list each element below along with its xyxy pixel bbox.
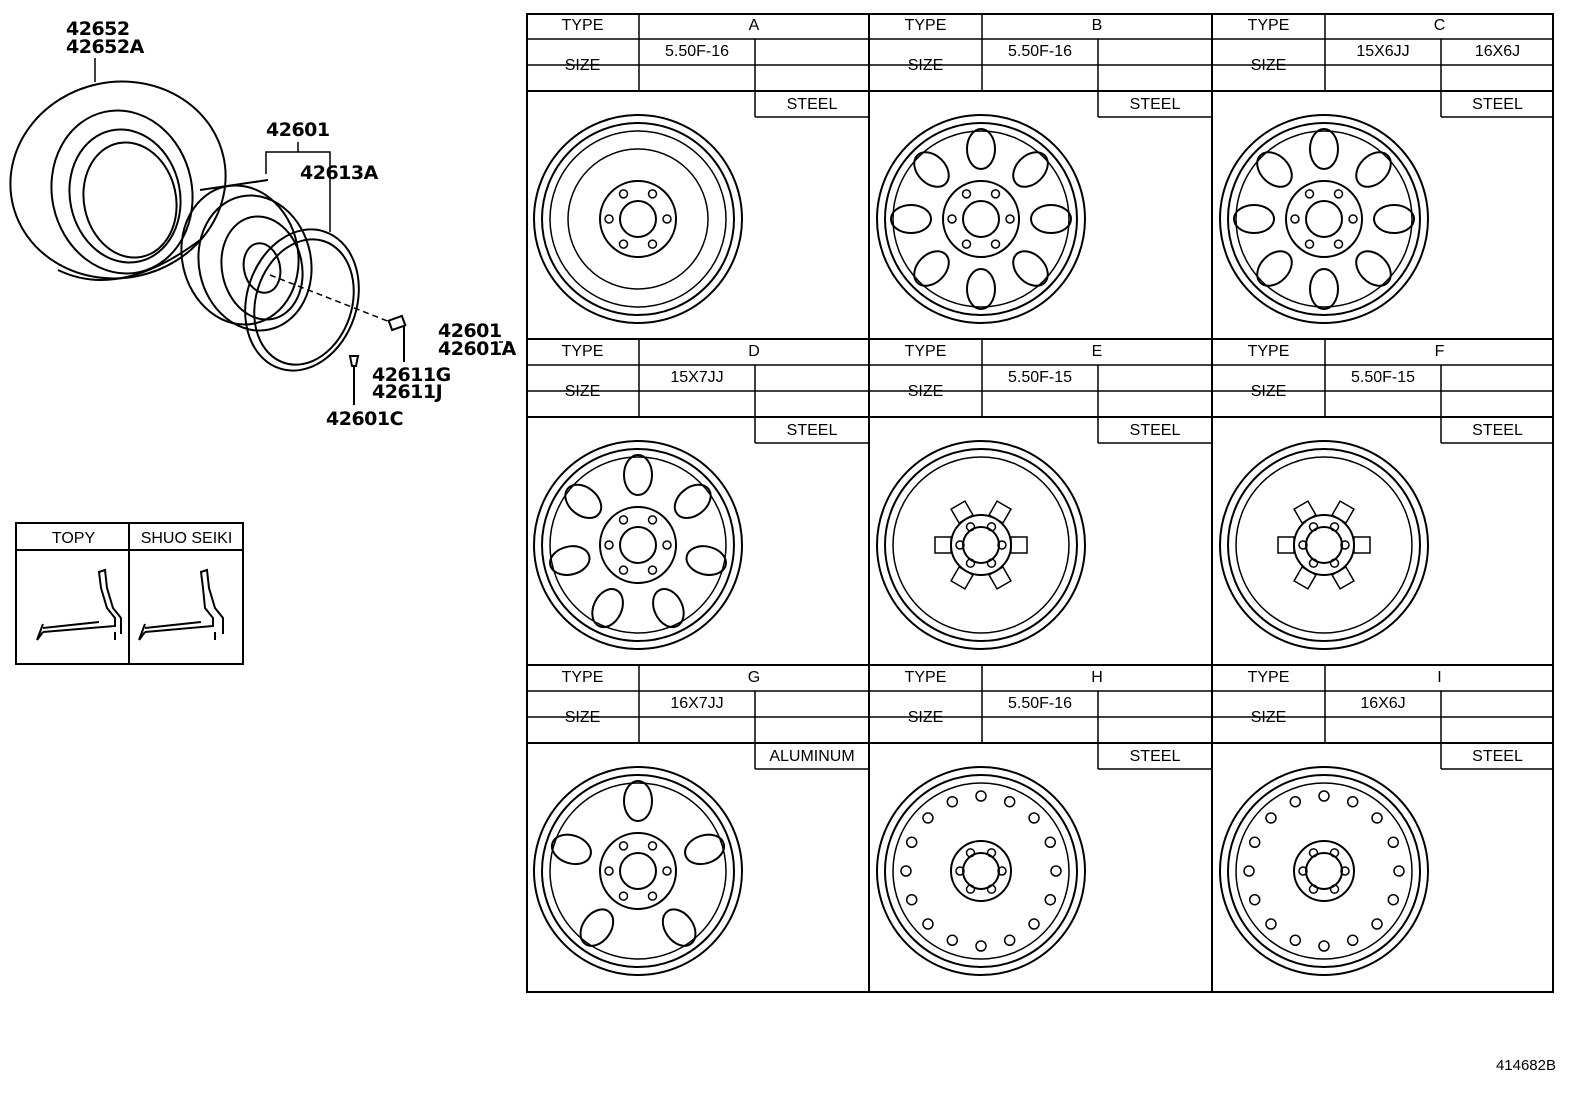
valve-part-number-1: 42611G <box>372 364 451 386</box>
valve-part-number-2: 42611J <box>372 381 443 403</box>
type-value-c: C <box>1433 17 1446 34</box>
size-label-g: SIZE <box>564 709 601 726</box>
type-label-c: TYPE <box>1247 17 1290 34</box>
type-value-h: H <box>1091 669 1103 686</box>
material-e: STEEL <box>1129 422 1181 439</box>
wheel-d-illustration <box>533 440 743 650</box>
size-value-i-1: 16X6J <box>1360 695 1406 712</box>
size-label-d: SIZE <box>564 383 601 400</box>
size-value-a-1: 5.50F-16 <box>664 43 730 60</box>
type-label-e: TYPE <box>904 343 947 360</box>
wheel-f-illustration <box>1219 440 1429 650</box>
material-d: STEEL <box>786 422 838 439</box>
size-value-d-1: 15X7JJ <box>670 369 724 386</box>
type-value-e: E <box>1091 343 1103 360</box>
size-value-f-1: 5.50F-15 <box>1350 369 1416 386</box>
tire-illustration <box>9 80 227 281</box>
material-h: STEEL <box>1129 748 1181 765</box>
material-i: STEEL <box>1472 748 1523 765</box>
size-label-h: SIZE <box>907 709 944 726</box>
wheel-i-illustration <box>1219 766 1429 976</box>
material-a: STEEL <box>786 96 838 113</box>
wheel-assembly-part-number-2: 42601A <box>438 338 516 360</box>
disc-wheel-part-number: 42601 <box>266 119 330 141</box>
ornament-part-number: 42601C <box>326 408 404 430</box>
size-value-e-1: 5.50F-15 <box>1007 369 1073 386</box>
type-value-a: A <box>748 17 760 34</box>
type-value-f: F <box>1434 343 1445 360</box>
type-label-i: TYPE <box>1247 669 1290 686</box>
wheel-h-illustration <box>876 766 1086 976</box>
manufacturer-topy-header: TOPY <box>51 530 96 547</box>
type-label-a: TYPE <box>561 17 604 34</box>
wheel-b-illustration <box>876 114 1086 324</box>
material-b: STEEL <box>1129 96 1181 113</box>
size-label-e: SIZE <box>907 383 944 400</box>
size-value-g-1: 16X7JJ <box>670 695 724 712</box>
rim-band-part-number: 42613A <box>300 162 378 184</box>
rim-band-illustration <box>244 228 360 372</box>
type-value-b: B <box>1091 17 1103 34</box>
material-f: STEEL <box>1472 422 1523 439</box>
ornament-illustration <box>348 355 360 405</box>
size-label-a: SIZE <box>564 57 601 74</box>
size-label-i: SIZE <box>1250 709 1287 726</box>
size-label-f: SIZE <box>1250 383 1287 400</box>
type-label-g: TYPE <box>561 669 604 686</box>
material-g: ALUMINUM <box>769 748 855 765</box>
type-label-b: TYPE <box>904 17 947 34</box>
wheel-assembly-part-number-1: 42601 <box>438 320 502 342</box>
wheel-g-illustration <box>533 766 743 976</box>
size-value-h-1: 5.50F-16 <box>1007 695 1073 712</box>
exploded-wheel-diagram <box>9 58 510 405</box>
material-c: STEEL <box>1472 96 1523 113</box>
size-value-c-1: 15X6JJ <box>1356 43 1410 60</box>
tire-part-number-2: 42652A <box>66 36 144 58</box>
type-value-i: I <box>1437 669 1442 686</box>
type-value-d: D <box>748 343 760 360</box>
size-value-b-1: 5.50F-16 <box>1007 43 1073 60</box>
wheel-c-illustration <box>1219 114 1429 324</box>
manufacturer-shuo-seiki-header: SHUO SEIKI <box>140 530 233 547</box>
table-grid <box>526 13 1554 993</box>
table-border <box>526 13 1554 993</box>
valve-illustration <box>387 314 407 362</box>
type-label-d: TYPE <box>561 343 604 360</box>
type-label-f: TYPE <box>1247 343 1290 360</box>
size-label-b: SIZE <box>907 57 944 74</box>
type-label-h: TYPE <box>904 669 947 686</box>
wheel-e-illustration <box>876 440 1086 650</box>
drawing-number: 414682B <box>1495 1057 1556 1074</box>
size-value-c-2: 16X6J <box>1474 43 1521 60</box>
manufacturer-table <box>15 522 244 665</box>
tire-part-number-1: 42652 <box>66 18 130 40</box>
type-value-g: G <box>747 669 761 686</box>
size-label-c: SIZE <box>1250 57 1287 74</box>
disc-wheel-illustration <box>180 179 313 332</box>
wheel-a-illustration <box>533 114 743 324</box>
